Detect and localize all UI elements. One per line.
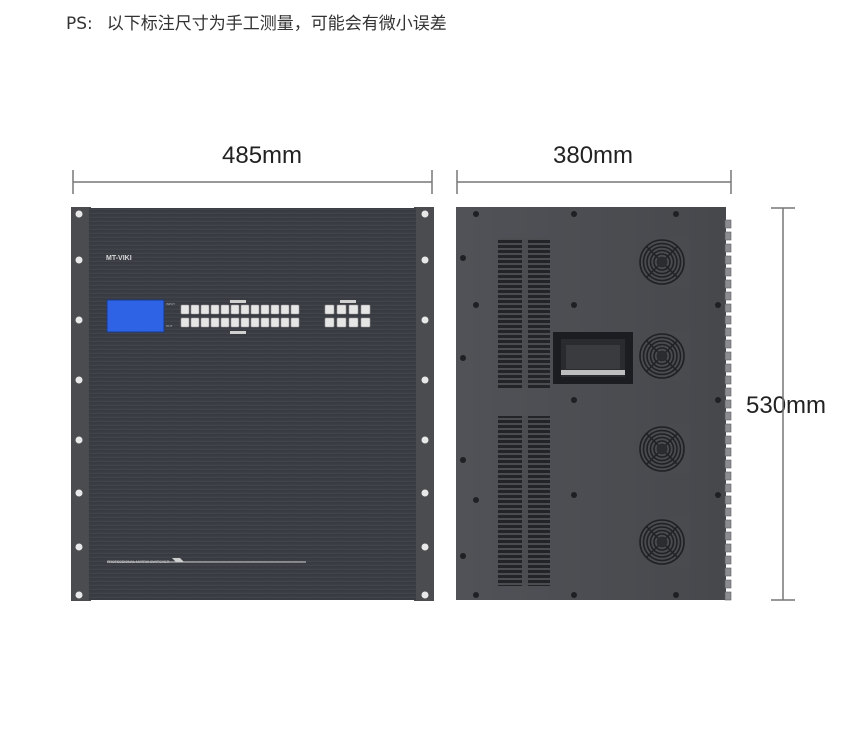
front-panel <box>89 208 416 600</box>
svg-text:INPUT: INPUT <box>166 302 175 306</box>
matrix-button <box>250 317 260 328</box>
matrix-button <box>190 317 200 328</box>
control-button <box>360 304 371 315</box>
matrix-button <box>290 304 300 315</box>
side-depth-label: 380mm <box>553 142 634 169</box>
matrix-button <box>190 304 200 315</box>
bnc-connector <box>724 447 732 457</box>
bnc-connector <box>724 231 732 241</box>
matrix-button <box>260 317 270 328</box>
control-button <box>348 304 359 315</box>
bnc-connector <box>724 519 732 529</box>
side-depth-dimension <box>456 170 732 194</box>
front-width-label: 485mm <box>222 142 303 169</box>
matrix-button <box>280 317 290 328</box>
bnc-connector <box>724 363 732 373</box>
matrix-button <box>230 304 240 315</box>
bnc-connector <box>724 291 732 301</box>
fan <box>635 237 689 287</box>
bnc-connector <box>724 375 732 385</box>
bnc-connector <box>724 435 732 445</box>
svg-text:OUT: OUT <box>166 324 173 328</box>
note-text: 以下标注尺寸为手工测量，可能会有微小误差 <box>106 14 447 34</box>
matrix-button <box>260 304 270 315</box>
bnc-connector <box>724 591 732 601</box>
matrix-button <box>280 304 290 315</box>
control-buttons <box>324 300 371 328</box>
matrix-button <box>270 317 280 328</box>
left-rack-ear <box>71 207 91 601</box>
bnc-connector <box>724 471 732 481</box>
bnc-connector <box>724 411 732 421</box>
height-label: 530mm <box>746 392 827 419</box>
control-button <box>360 317 371 328</box>
bnc-connector <box>724 243 732 253</box>
bnc-connector <box>724 387 732 397</box>
fan <box>635 331 689 381</box>
bnc-connector <box>724 279 732 289</box>
matrix-button <box>290 317 300 328</box>
control-button <box>348 317 359 328</box>
matrix-button <box>250 304 260 315</box>
bnc-connector <box>724 327 732 337</box>
matrix-button <box>220 317 230 328</box>
bnc-connector <box>724 423 732 433</box>
screws <box>460 211 721 598</box>
matrix-button <box>180 304 190 315</box>
bnc-connector <box>724 567 732 577</box>
bnc-connector <box>724 351 732 361</box>
side-view <box>456 207 732 601</box>
control-button <box>324 304 335 315</box>
cooling-fans <box>635 237 689 567</box>
matrix-button <box>230 317 240 328</box>
vent-top <box>498 238 550 388</box>
bnc-connector <box>724 543 732 553</box>
control-button <box>324 317 335 328</box>
bnc-connector <box>724 339 732 349</box>
bnc-connector <box>724 267 732 277</box>
control-button <box>336 304 347 315</box>
height-dimension <box>771 207 795 601</box>
bnc-connector <box>724 255 732 265</box>
bnc-connector <box>724 315 732 325</box>
bnc-connector <box>724 219 732 229</box>
bnc-connector <box>724 399 732 409</box>
fan <box>635 517 689 567</box>
note-prefix: PS: <box>66 14 93 34</box>
front-view: MT-VIKI INPUT OUT PROFESSIONAL MATRIX SW… <box>71 207 434 601</box>
bnc-connector <box>724 303 732 313</box>
bnc-connector <box>724 531 732 541</box>
measurement-note: PS: 以下标注尺寸为手工测量，可能会有微小误差 <box>66 9 447 34</box>
bnc-connector <box>724 555 732 565</box>
matrix-button <box>200 317 210 328</box>
carry-handle <box>553 332 633 384</box>
right-rack-ear <box>414 207 434 601</box>
vent-bottom <box>498 416 550 586</box>
matrix-button <box>240 317 250 328</box>
control-button <box>336 317 347 328</box>
matrix-button <box>210 317 220 328</box>
bnc-connector <box>724 579 732 589</box>
matrix-button <box>220 304 230 315</box>
bnc-connector <box>724 495 732 505</box>
lcd-screen <box>106 299 165 333</box>
matrix-button <box>210 304 220 315</box>
bnc-connector <box>724 507 732 517</box>
fan <box>635 424 689 474</box>
input-output-buttons <box>180 300 300 334</box>
matrix-button <box>240 304 250 315</box>
front-width-dimension <box>72 170 433 194</box>
rear-connectors <box>724 219 732 601</box>
brand-logo: MT-VIKI <box>106 255 132 262</box>
matrix-button <box>270 304 280 315</box>
bnc-connector <box>724 459 732 469</box>
matrix-button <box>200 304 210 315</box>
rack-ear-holes <box>75 210 429 599</box>
matrix-button <box>180 317 190 328</box>
bnc-connector <box>724 483 732 493</box>
